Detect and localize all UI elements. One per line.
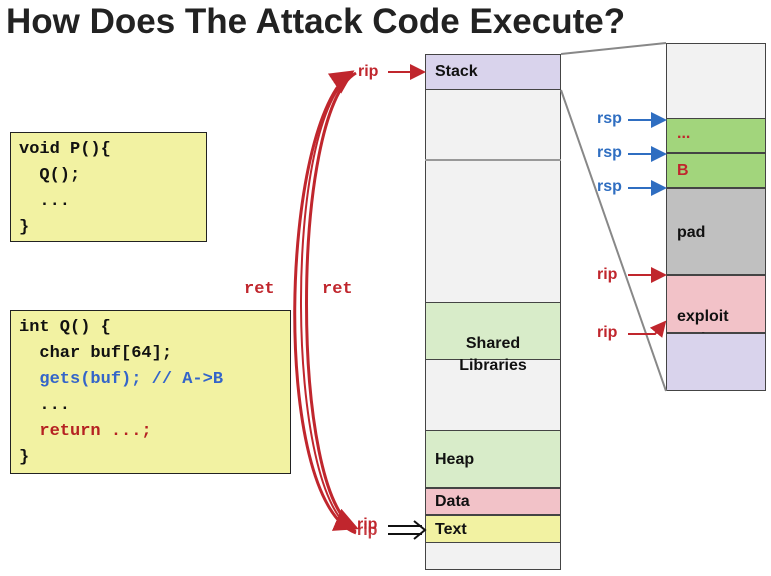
ret-curve-outer [293, 70, 357, 535]
code-line: ... [19, 396, 71, 415]
code-box-q: int Q() { char buf[64]; gets(buf); // A-… [10, 310, 291, 474]
code-line: char buf[64]; [19, 344, 173, 363]
rsp-label-2: rsp [597, 144, 622, 161]
code-line-return: return ...; [19, 422, 152, 441]
data-label: Data [435, 493, 470, 510]
code-line: } [19, 218, 30, 237]
text-segment: Text [425, 515, 561, 543]
rip-label-bottom-b: rip [357, 522, 378, 539]
heap-label: Heap [435, 451, 475, 468]
code-line: } [19, 448, 30, 467]
stack-cell-dots: ... [666, 118, 766, 153]
ret-label-left: ret [244, 280, 275, 299]
stack-label: Stack [435, 63, 478, 80]
pad-label: pad [677, 224, 706, 241]
zoom-line-bottom [560, 89, 667, 392]
heap-segment: Heap [425, 430, 561, 488]
rip-label-bottom-a: rip [357, 516, 378, 533]
stack-cell-b: B [666, 153, 766, 188]
text-label: Text [435, 521, 467, 538]
code-line: int Q() { [19, 318, 111, 337]
stack-segment: Stack [425, 54, 561, 90]
ret-curve-inner [305, 71, 359, 531]
code-line: ... [19, 192, 71, 211]
data-segment: Data [425, 488, 561, 515]
shared-libraries-label: Shared Libraries [459, 335, 527, 374]
rip-zoom-arrow-2 [628, 320, 667, 338]
stack-cell-pad: pad [666, 188, 766, 275]
code-box-p: void P(){ Q(); ... } [10, 132, 207, 242]
page-title: How Does The Attack Code Execute? [6, 2, 626, 41]
rip-label-top: rip [358, 63, 379, 80]
rsp-label-3: rsp [597, 178, 622, 195]
dots-label: ... [677, 125, 691, 142]
zoom-line-top [560, 42, 667, 55]
shared-libraries-segment: Shared Libraries [425, 302, 561, 374]
code-line: Q(); [19, 166, 81, 185]
code-line-gets: gets(buf); // A->B [19, 370, 224, 389]
rip-text-arrowhead [413, 520, 427, 540]
stack-divider [425, 159, 561, 161]
rsp-label-1: rsp [597, 110, 622, 127]
rip-label-zoom-1: rip [597, 266, 618, 283]
stack-cell-bottom [666, 333, 766, 391]
code-line: void P(){ [19, 140, 111, 159]
ret-curve-mid [300, 73, 357, 532]
b-label: B [677, 162, 689, 179]
rip-label-zoom-2: rip [597, 324, 618, 341]
ret-label-right: ret [322, 280, 353, 299]
